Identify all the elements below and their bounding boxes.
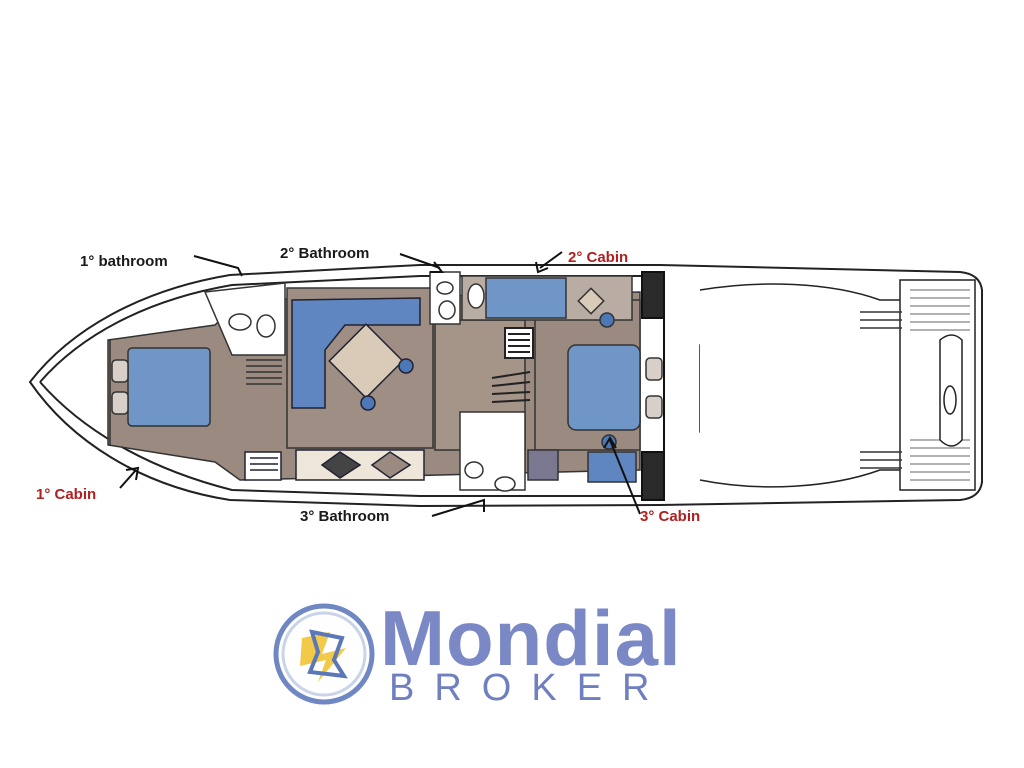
label-1-bathroom: 1° bathroom [80,253,168,270]
bathroom-3-area [459,411,559,492]
stairs [491,327,534,403]
label-2-cabin: 2° Cabin [568,249,629,266]
bathroom-1-area [203,282,286,385]
mondial-logo-emblem [273,603,375,705]
bulkheads [641,271,665,501]
label-arrows [119,251,641,517]
label-2-bathroom: 2° Bathroom [280,245,370,262]
cabin-2-bed [461,275,633,328]
label-3-bathroom: 3° Bathroom [300,508,390,525]
bathroom-2-area [429,271,461,325]
label-1-cabin: 1° Cabin [36,486,97,503]
logo-subtitle: BROKER [389,667,670,709]
salon-settee [244,297,425,481]
cabin-1-bed [109,340,211,445]
label-3-cabin: 3° Cabin [640,508,701,525]
logo-name: Mondial [380,594,682,682]
cockpit-deck [699,279,976,491]
